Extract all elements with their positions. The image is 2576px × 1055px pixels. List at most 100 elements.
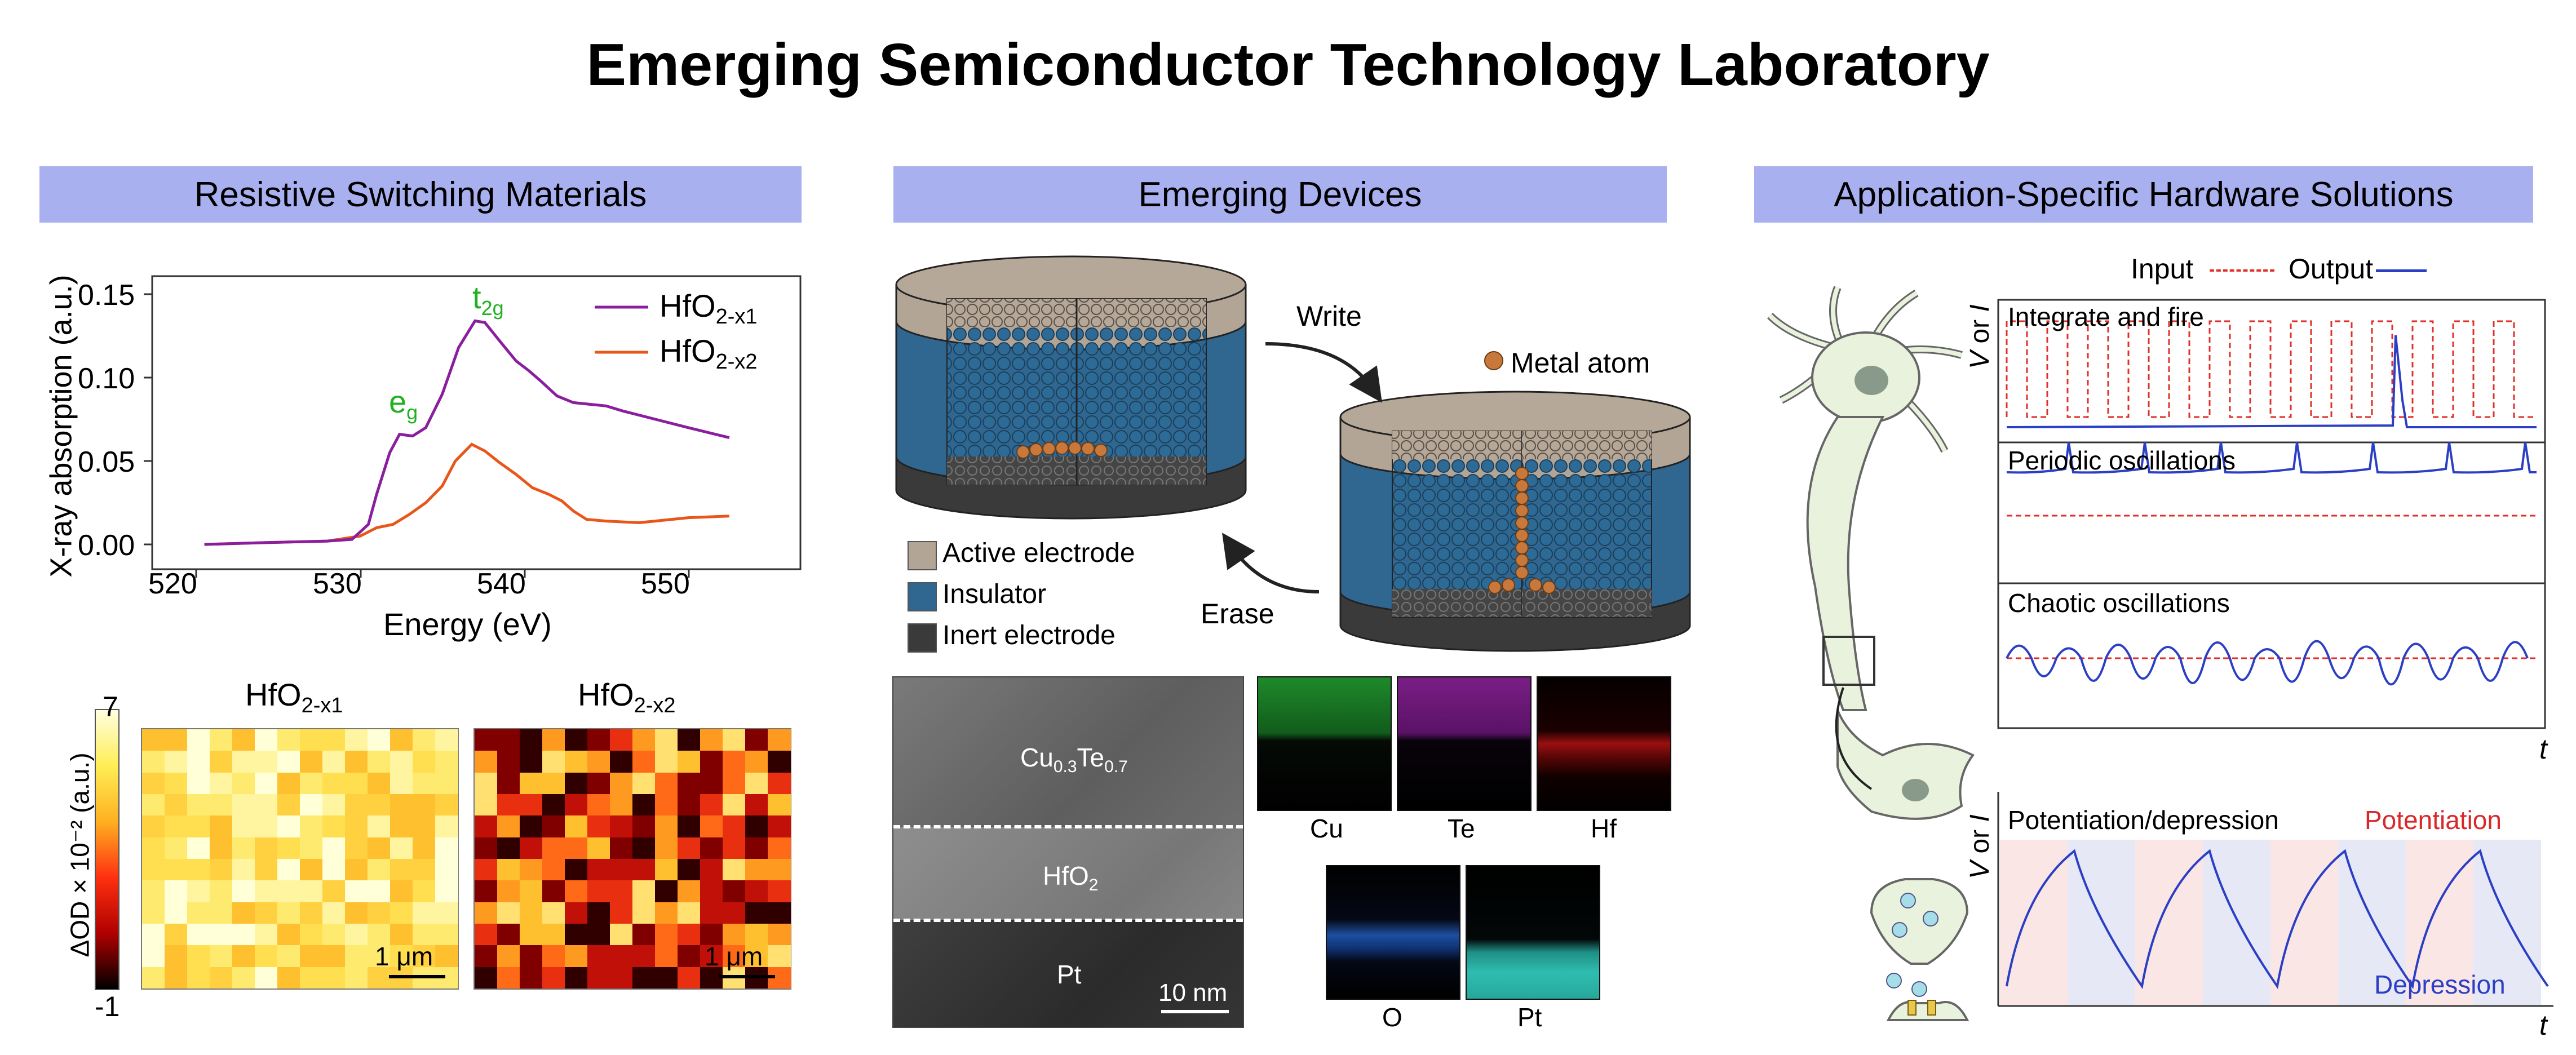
heatmap-cell bbox=[165, 924, 188, 946]
xas-x-tick: 540 bbox=[477, 568, 526, 600]
heatmap-cell bbox=[413, 924, 436, 946]
potentiation-depression-line bbox=[2006, 849, 2549, 990]
heatmap-cell bbox=[368, 859, 391, 881]
heatmap-cell bbox=[187, 859, 210, 881]
heatmap-cell bbox=[345, 924, 368, 946]
heatmap-cell bbox=[277, 751, 300, 773]
heatmap-cell bbox=[520, 924, 543, 946]
neuron-illustration bbox=[1767, 286, 1975, 1021]
write-arrow bbox=[1265, 342, 1383, 403]
heatmap-cell bbox=[497, 967, 520, 989]
heatmap-cell bbox=[700, 837, 723, 859]
xas-chart bbox=[144, 275, 802, 578]
heatmap-cell bbox=[435, 772, 458, 795]
tem-scalebar bbox=[1161, 1010, 1229, 1013]
heatmap-cell bbox=[142, 794, 165, 816]
heatmap-cell bbox=[142, 815, 165, 838]
heatmap-cell bbox=[277, 837, 300, 859]
metal-atom-label: Metal atom bbox=[1511, 347, 1650, 379]
heatmap-cell bbox=[232, 794, 255, 816]
heatmap-cell bbox=[768, 859, 791, 881]
heatmap-cell bbox=[745, 859, 768, 881]
heatmap-cell bbox=[322, 772, 346, 795]
heatmap-cell bbox=[435, 837, 458, 859]
heatmap-cell bbox=[142, 751, 165, 773]
heatmap-cell bbox=[587, 837, 610, 859]
heatmap-cell bbox=[587, 924, 610, 946]
xas-legend-label-1: HfO2-x1 bbox=[660, 287, 757, 329]
heatmap-cell bbox=[232, 815, 255, 838]
heatmap-cell bbox=[210, 880, 233, 903]
legend-subscript-text: 2-x2 bbox=[715, 350, 758, 374]
heatmap-cell bbox=[368, 837, 391, 859]
heatmap-cell bbox=[610, 924, 633, 946]
heatmap-cell bbox=[232, 837, 255, 859]
heatmap-cell bbox=[165, 859, 188, 881]
heatmap-cell bbox=[520, 880, 543, 903]
heatmap-cell bbox=[520, 794, 543, 816]
heatmap-cell bbox=[475, 880, 498, 903]
map2-title: HfO2-x2 bbox=[578, 676, 675, 718]
heatmap-cell bbox=[277, 880, 300, 903]
heatmap-cell bbox=[232, 729, 255, 751]
heatmap-cell bbox=[700, 794, 723, 816]
heatmap-cell bbox=[277, 772, 300, 795]
heatmap-cell bbox=[300, 945, 323, 968]
heatmap-cell bbox=[390, 837, 413, 859]
heatmap-cell bbox=[435, 815, 458, 838]
heatmap-cell bbox=[678, 751, 701, 773]
heatmap-cell bbox=[368, 815, 391, 838]
heatmap-cell bbox=[587, 794, 610, 816]
heatmap-cell bbox=[632, 945, 656, 968]
heatmap-cell bbox=[632, 815, 656, 838]
xas-x-tick: 530 bbox=[313, 568, 362, 600]
input-legend-label: Input bbox=[2131, 253, 2194, 285]
legend-inert-label: Inert electrode bbox=[942, 620, 1116, 650]
heatmap-cell bbox=[142, 880, 165, 903]
heatmap-cell bbox=[587, 815, 610, 838]
heatmap-cell bbox=[390, 815, 413, 838]
eds-map-o bbox=[1326, 865, 1460, 1000]
legend-text: HfO bbox=[660, 288, 716, 323]
heatmap-cell bbox=[655, 859, 678, 881]
heatmap-cell bbox=[700, 924, 723, 946]
heatmap-cell bbox=[475, 967, 498, 989]
heatmap-cell bbox=[745, 772, 768, 795]
heatmap-cell bbox=[165, 729, 188, 751]
tem-top-label: Cu0.3Te0.7 bbox=[1020, 742, 1128, 777]
heatmap-cell bbox=[565, 815, 588, 838]
heatmap-cell bbox=[165, 751, 188, 773]
heatmap-cell bbox=[345, 967, 368, 989]
heatmap-cell bbox=[745, 924, 768, 946]
heatmap-cell bbox=[435, 945, 458, 968]
heatmap-cell bbox=[678, 837, 701, 859]
colorbar-label: ΔOD × 10⁻² (a.u.) bbox=[65, 752, 95, 958]
heatmap-cell bbox=[255, 837, 278, 859]
heatmap-cell bbox=[745, 902, 768, 924]
heatmap-cell bbox=[565, 794, 588, 816]
heatmap-cell bbox=[587, 751, 610, 773]
heatmap-cell bbox=[565, 945, 588, 968]
heatmap-cell bbox=[300, 967, 323, 989]
tem-label-text: Cu bbox=[1020, 743, 1054, 772]
heatmap-cell bbox=[368, 880, 391, 903]
heatmap-cell bbox=[542, 902, 565, 924]
heatmap-cell bbox=[655, 772, 678, 795]
heatmap-cell bbox=[678, 945, 701, 968]
potentiation-band bbox=[2135, 840, 2203, 1005]
heatmap-cell bbox=[745, 751, 768, 773]
page-title: Emerging Semiconductor Technology Labora… bbox=[586, 32, 1990, 98]
heatmap-cell bbox=[165, 967, 188, 989]
device-set bbox=[1339, 391, 1691, 652]
eds-label-o: O bbox=[1382, 1003, 1402, 1032]
tem-mid-label: HfO2 bbox=[1043, 861, 1098, 895]
hardware-charts bbox=[1997, 299, 2553, 1007]
eds-map-hf bbox=[1537, 676, 1671, 811]
heatmap-cell bbox=[655, 794, 678, 816]
heatmap-cell bbox=[232, 751, 255, 773]
annotation-text: t bbox=[472, 280, 481, 315]
heatmap-cell bbox=[142, 859, 165, 881]
heatmap-cell bbox=[300, 902, 323, 924]
heatmap-cell bbox=[345, 772, 368, 795]
heatmap-cell bbox=[368, 924, 391, 946]
